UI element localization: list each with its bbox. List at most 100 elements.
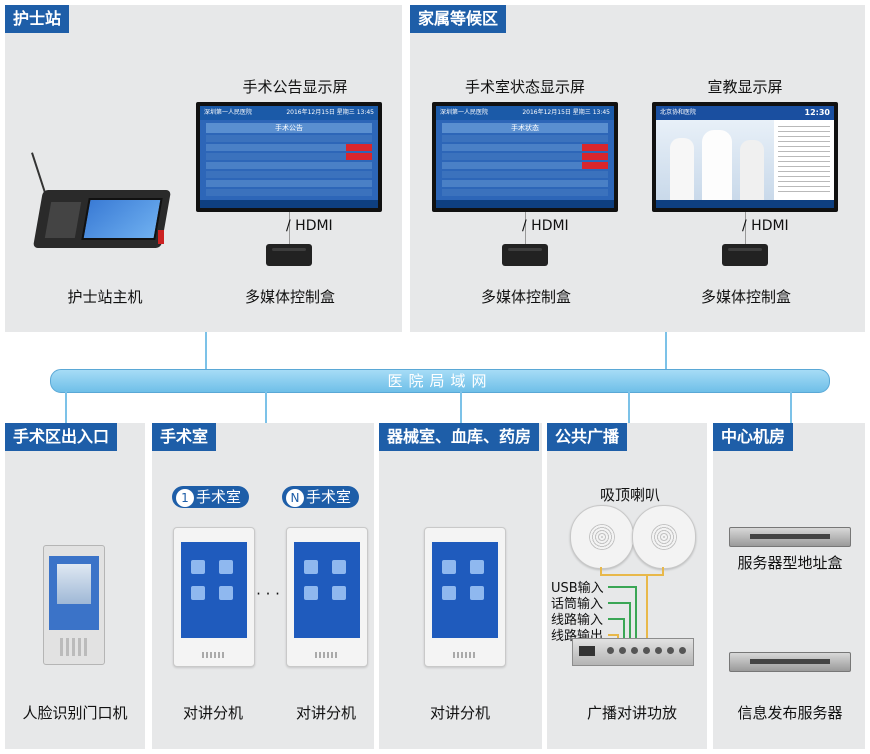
amp-knob: [619, 647, 626, 654]
nurse-screen-label: 手术公告显示屏: [242, 78, 348, 96]
app-icon: [470, 560, 484, 574]
status-title: 手术状态: [442, 123, 608, 133]
table-row: [206, 162, 372, 169]
host-buttons: [44, 202, 82, 238]
intercom-extension: [424, 527, 506, 667]
table-row: [206, 180, 372, 187]
status-cell: [582, 144, 608, 151]
input-usb: USB输入: [551, 581, 604, 596]
edu-screen-label: 宣教显示屏: [707, 78, 783, 96]
amp-display: [579, 646, 595, 656]
intercom-display: [432, 542, 498, 638]
hdmi-cable: [289, 212, 290, 246]
status-screen: 深圳第一人民医院 2016年12月15日 星期三 13:45 手术状态: [432, 102, 618, 212]
room-n-label: 手术室: [306, 488, 352, 506]
ellipsis: · · ·: [256, 585, 280, 603]
nurse-host-label: 护士站主机: [67, 288, 143, 306]
status-cell: [582, 162, 608, 169]
education-screen: 北京协和医院 12:30: [652, 102, 838, 212]
amp-knob: [607, 647, 614, 654]
ceiling-speaker-icon: [570, 505, 634, 569]
info-server-device: [729, 652, 851, 672]
edu-screen-header: 北京协和医院 12:30: [656, 106, 834, 120]
amp-knob: [667, 647, 674, 654]
doctor-figure: [702, 130, 732, 200]
server-room-panel: 中心机房: [713, 423, 865, 749]
announcement-screen: 深圳第一人民医院 2016年12月15日 星期三 13:45 手术公告: [196, 102, 382, 212]
table-row: [206, 144, 372, 151]
output-wire: [617, 634, 619, 638]
edu-time: 12:30: [804, 108, 830, 117]
entrance-drop-line: [65, 391, 67, 423]
intercom-display: [181, 542, 247, 638]
announcement-date: 2016年12月15日 星期三 13:45: [286, 109, 374, 116]
status-cell: [346, 144, 372, 151]
table-row: [442, 153, 608, 160]
status-media-box: [502, 244, 548, 266]
input-wire: [623, 618, 625, 638]
speaker-wire: [662, 567, 664, 575]
hdmi-cable: [745, 212, 746, 246]
intercom-extension: [173, 527, 255, 667]
app-icon: [332, 586, 346, 600]
speaker-wire: [600, 567, 602, 575]
status-cell: [582, 153, 608, 160]
app-icon: [219, 560, 233, 574]
app-icon: [191, 586, 205, 600]
room-1-number: 1: [176, 489, 194, 507]
amp-knob: [655, 647, 662, 654]
input-wire: [608, 618, 624, 620]
pharmacy-device-label: 对讲分机: [429, 704, 490, 722]
room-1-label: 手术室: [196, 488, 242, 506]
nurse-drop-line: [205, 332, 207, 370]
edu-photo: [656, 120, 774, 200]
terminal-screen: [49, 556, 99, 630]
speaker-grill: [453, 652, 477, 658]
edu-box-label: 多媒体控制盒: [700, 288, 791, 306]
announcement-screen-header: 深圳第一人民医院 2016年12月15日 星期三 13:45: [200, 106, 378, 120]
operating-room-tag: 手术室: [152, 423, 217, 451]
intercom-extension: [286, 527, 368, 667]
status-hdmi-label: / HDMI: [522, 218, 569, 234]
table-row: [442, 189, 608, 196]
pharmacy-tag: 器械室、血库、药房: [379, 423, 540, 451]
input-wire: [608, 586, 636, 588]
server-drop-line: [790, 391, 792, 423]
output-wire: [608, 634, 618, 636]
network-label: 医院局域网: [387, 372, 493, 390]
intercom-display: [294, 542, 360, 638]
status-date: 2016年12月15日 星期三 13:45: [522, 109, 610, 116]
app-icon: [442, 586, 456, 600]
broadcast-amplifier: [572, 638, 694, 666]
table-row: [442, 171, 608, 178]
edu-hdmi-text: HDMI: [751, 218, 789, 234]
broadcast-tag: 公共广播: [547, 423, 628, 451]
table-row: [206, 189, 372, 196]
pharmacy-drop-line: [460, 391, 462, 423]
table-row: [442, 180, 608, 187]
speaker-label: 吸顶喇叭: [599, 486, 660, 504]
edu-text-panel: [774, 120, 834, 200]
amp-knob: [643, 647, 650, 654]
edu-hospital: 北京协和医院: [660, 109, 697, 116]
nurse-media-box: [266, 244, 312, 266]
terminal-keypad: [60, 638, 88, 656]
input-mic: 话筒输入: [551, 597, 604, 612]
status-cell: [346, 153, 372, 160]
app-icon: [332, 560, 346, 574]
address-box-device: [729, 527, 851, 547]
app-icon: [442, 560, 456, 574]
table-row: [206, 171, 372, 178]
edu-screen-footer: [656, 200, 834, 208]
operating-device-label-2: 对讲分机: [295, 704, 356, 722]
amp-knob: [631, 647, 638, 654]
server-room-tag: 中心机房: [713, 423, 794, 451]
speaker-wire: [646, 574, 648, 638]
table-row: [206, 153, 372, 160]
announcement-screen-footer: [200, 200, 378, 208]
doctor-figure: [670, 138, 694, 200]
status-box-label: 多媒体控制盒: [480, 288, 571, 306]
input-wire: [629, 602, 631, 638]
